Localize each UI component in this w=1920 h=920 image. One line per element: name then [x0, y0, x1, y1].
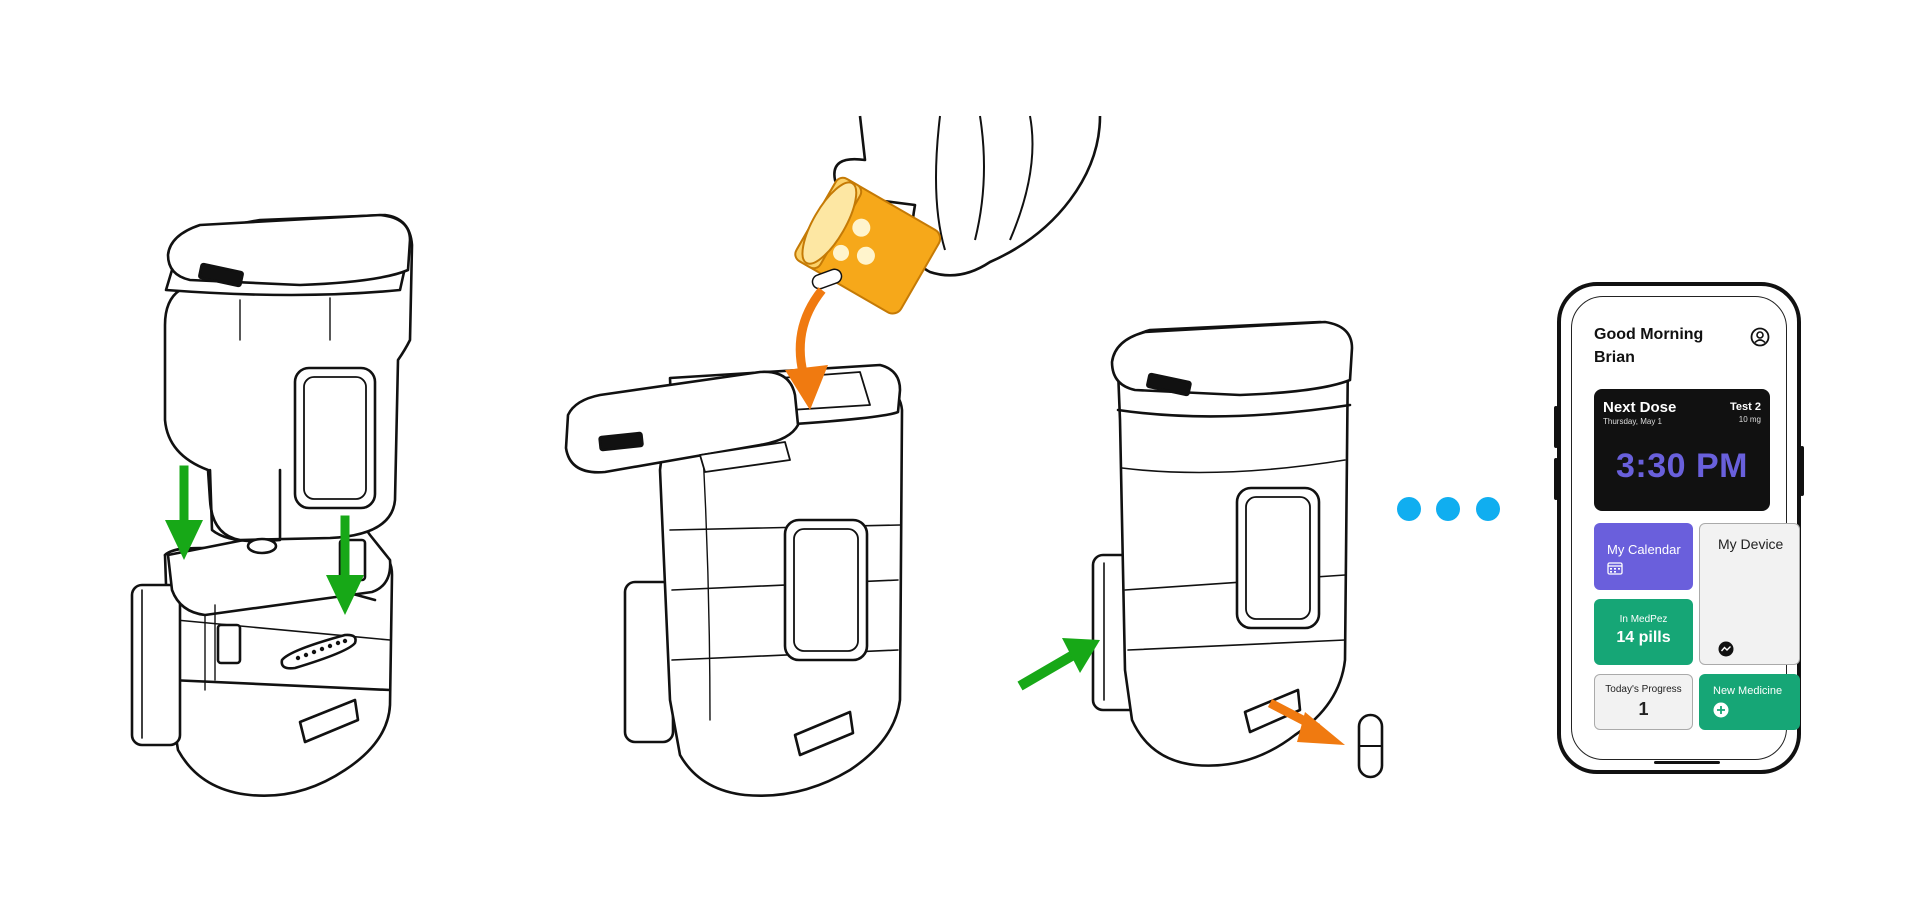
press-arrow-green — [1017, 638, 1100, 691]
device-dispense-step — [1091, 320, 1384, 779]
phone-power-button — [1800, 446, 1804, 496]
pill-count-value: 14 pills — [1616, 629, 1671, 646]
user-circle-icon[interactable] — [1750, 327, 1770, 347]
ellipsis-dots — [1397, 497, 1500, 521]
next-dose-title: Next Dose — [1603, 399, 1677, 416]
todays-progress-label: Today's Progress — [1605, 684, 1682, 695]
pill-count-tile[interactable]: In MedPez 14 pills — [1594, 599, 1693, 665]
greeting: Good Morning Brian — [1594, 323, 1724, 369]
hand-pouring-pills — [794, 115, 1102, 315]
phone-side-button — [1554, 406, 1558, 448]
device-assembly-step — [130, 213, 414, 797]
my-calendar-label: My Calendar — [1607, 542, 1681, 557]
home-indicator[interactable] — [1654, 761, 1720, 764]
device-refill-step — [564, 363, 904, 797]
device-status-icon — [1718, 641, 1734, 657]
todays-progress-value: 1 — [1638, 699, 1649, 719]
phone-app-mockup: Good Morning Brian Next Dose Thursday, M… — [1554, 282, 1804, 774]
plus-circle-icon — [1713, 702, 1729, 718]
greeting-user-name: Brian — [1594, 349, 1635, 366]
greeting-line1: Good Morning — [1594, 326, 1704, 343]
insert-arrows-green — [165, 465, 364, 615]
next-dose-medicine: Test 2 — [1730, 401, 1761, 413]
my-calendar-tile[interactable]: My Calendar — [1594, 523, 1693, 590]
next-dose-card[interactable]: Next Dose Thursday, May 1 Test 2 10 mg 3… — [1594, 389, 1770, 511]
pill-count-label: In MedPez — [1619, 614, 1668, 625]
next-dose-date: Thursday, May 1 — [1603, 417, 1662, 426]
next-dose-amount: 10 mg — [1738, 415, 1761, 424]
todays-progress-tile[interactable]: Today's Progress 1 — [1594, 674, 1693, 730]
phone-screen: Good Morning Brian Next Dose Thursday, M… — [1571, 296, 1800, 764]
new-medicine-label: New Medicine — [1713, 685, 1783, 697]
dispense-arrow-orange — [1267, 699, 1345, 745]
my-device-tile[interactable]: My Device — [1699, 523, 1800, 665]
next-dose-time: 3:30 PM — [1616, 447, 1748, 485]
pour-arrow-orange — [785, 287, 828, 410]
phone-side-button — [1554, 458, 1558, 500]
new-medicine-button[interactable]: New Medicine — [1699, 674, 1800, 730]
calendar-icon — [1607, 562, 1623, 575]
my-device-label: My Device — [1718, 536, 1784, 552]
